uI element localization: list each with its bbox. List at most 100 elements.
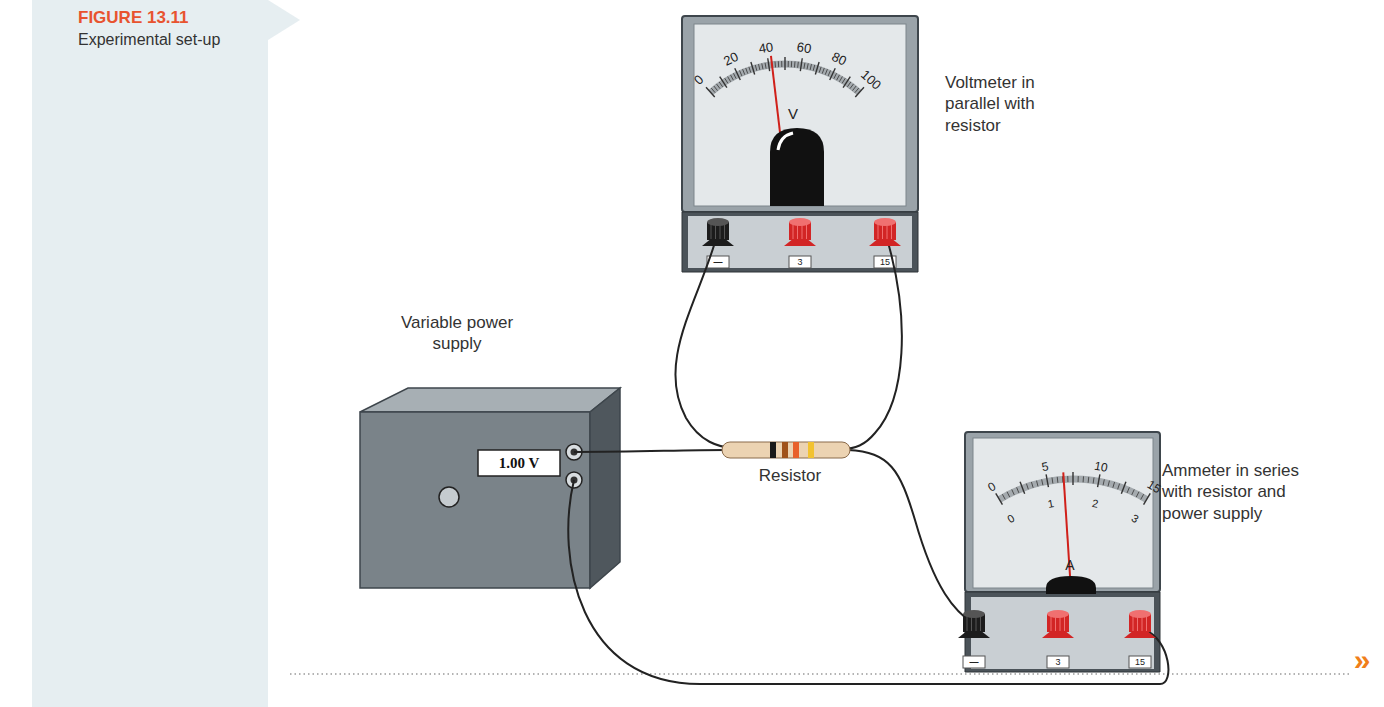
knurl bbox=[878, 224, 879, 239]
terminals bbox=[702, 218, 1156, 638]
scale-tick bbox=[1067, 476, 1068, 482]
terminal-label: 15 bbox=[880, 257, 890, 268]
scale-tick bbox=[1083, 476, 1084, 482]
cover-highlight bbox=[778, 133, 793, 150]
knurl bbox=[715, 224, 716, 239]
scale-tick bbox=[788, 61, 789, 67]
knurl bbox=[797, 224, 798, 239]
scale-tick bbox=[706, 87, 715, 97]
scale-tick bbox=[804, 63, 805, 69]
scale-tick bbox=[834, 73, 837, 78]
scale-tick bbox=[716, 84, 720, 89]
terminal-label: — bbox=[714, 257, 723, 268]
terminal-label: — bbox=[970, 657, 979, 668]
scale-tick bbox=[740, 70, 742, 76]
scale-tick bbox=[839, 77, 842, 82]
scale-tick bbox=[1037, 481, 1038, 487]
panel-tab bbox=[268, 0, 300, 40]
knurl bbox=[976, 616, 977, 631]
scale-tick bbox=[1144, 493, 1151, 504]
scale-tick bbox=[843, 77, 850, 88]
terminal-top bbox=[789, 218, 811, 226]
scale-tick bbox=[784, 57, 785, 70]
ammeter bbox=[963, 432, 1160, 672]
knurl bbox=[980, 616, 981, 631]
knurl bbox=[887, 224, 888, 239]
scale-tick bbox=[1012, 489, 1015, 494]
scale-tick bbox=[819, 67, 821, 73]
power-supply-label: Variable power supply bbox=[392, 312, 522, 355]
scale-tick bbox=[1118, 484, 1120, 490]
scale-tick bbox=[810, 64, 811, 70]
knurl bbox=[793, 224, 794, 239]
scale-tick bbox=[720, 77, 727, 88]
knurl bbox=[724, 224, 725, 239]
scale-tick bbox=[842, 78, 845, 83]
scale-tick bbox=[791, 61, 792, 67]
scale-tick bbox=[714, 86, 718, 91]
scale-tick bbox=[822, 68, 824, 74]
scale-tick bbox=[1088, 477, 1090, 483]
knurl bbox=[1137, 616, 1138, 631]
scale-tick bbox=[996, 493, 1003, 504]
scale-tick bbox=[749, 67, 751, 73]
terminal-top bbox=[1129, 610, 1151, 618]
scale-tick bbox=[730, 75, 733, 80]
voltmeter-label: Voltmeter in parallel with resistor bbox=[945, 72, 1067, 136]
unit-symbol: A bbox=[1065, 557, 1074, 574]
scale-tick bbox=[1078, 476, 1079, 482]
next-page-arrow: » bbox=[1354, 642, 1371, 678]
scale-tick bbox=[778, 61, 779, 67]
resistor-label: Resistor bbox=[759, 466, 821, 486]
scale-tick bbox=[1057, 477, 1059, 483]
scale-tick bbox=[1072, 472, 1073, 485]
terminal-label: 3 bbox=[1055, 657, 1060, 668]
scale-tick bbox=[725, 78, 728, 83]
scale-tick bbox=[807, 63, 808, 69]
scale-tick bbox=[1046, 474, 1048, 487]
scale-tick bbox=[1141, 494, 1144, 499]
knurl bbox=[1051, 616, 1052, 631]
knurl bbox=[1142, 616, 1143, 631]
scale-tick bbox=[1093, 478, 1095, 484]
scale-tick bbox=[768, 58, 770, 71]
ammeter-scale bbox=[996, 472, 1151, 592]
figure-caption: Experimental set-up bbox=[78, 30, 263, 50]
scale-tick bbox=[733, 73, 736, 78]
terminal-top bbox=[874, 218, 896, 226]
scale-tick bbox=[711, 88, 715, 93]
scale-tick bbox=[1020, 482, 1025, 494]
power-supply bbox=[360, 388, 620, 588]
wires bbox=[568, 232, 1168, 684]
scale-number: 60 bbox=[795, 40, 812, 58]
terminal-label: 15 bbox=[1135, 657, 1145, 668]
scale-tick bbox=[1132, 489, 1135, 494]
knurl bbox=[802, 224, 803, 239]
scale-tick bbox=[800, 58, 802, 71]
knurl bbox=[1060, 616, 1061, 631]
scale-tick bbox=[813, 65, 815, 71]
scale-tick bbox=[1007, 492, 1010, 497]
knurl bbox=[1133, 616, 1134, 631]
meter-needle bbox=[1063, 472, 1071, 592]
scale-tick bbox=[855, 88, 859, 93]
resistor-symbol bbox=[722, 442, 850, 458]
scale-tick bbox=[794, 61, 796, 67]
figure-number: FIGURE 13.11 bbox=[78, 8, 189, 28]
scale-tick bbox=[751, 62, 755, 74]
scale-tick bbox=[847, 82, 850, 87]
scale-tick bbox=[828, 70, 830, 76]
scale-tick bbox=[1017, 487, 1019, 493]
scale-tick bbox=[1042, 479, 1043, 485]
scale-tick bbox=[837, 75, 840, 80]
knurl bbox=[1064, 616, 1065, 631]
scale-tick bbox=[728, 77, 731, 82]
scale-number: 40 bbox=[758, 40, 775, 58]
scale-tick bbox=[1121, 482, 1126, 494]
knurl bbox=[711, 224, 712, 239]
display-reading: 1.00 V bbox=[499, 454, 540, 472]
scale-tick bbox=[759, 64, 760, 70]
knurl bbox=[967, 616, 968, 631]
knurl bbox=[720, 224, 721, 239]
scale-tick bbox=[1026, 484, 1028, 490]
